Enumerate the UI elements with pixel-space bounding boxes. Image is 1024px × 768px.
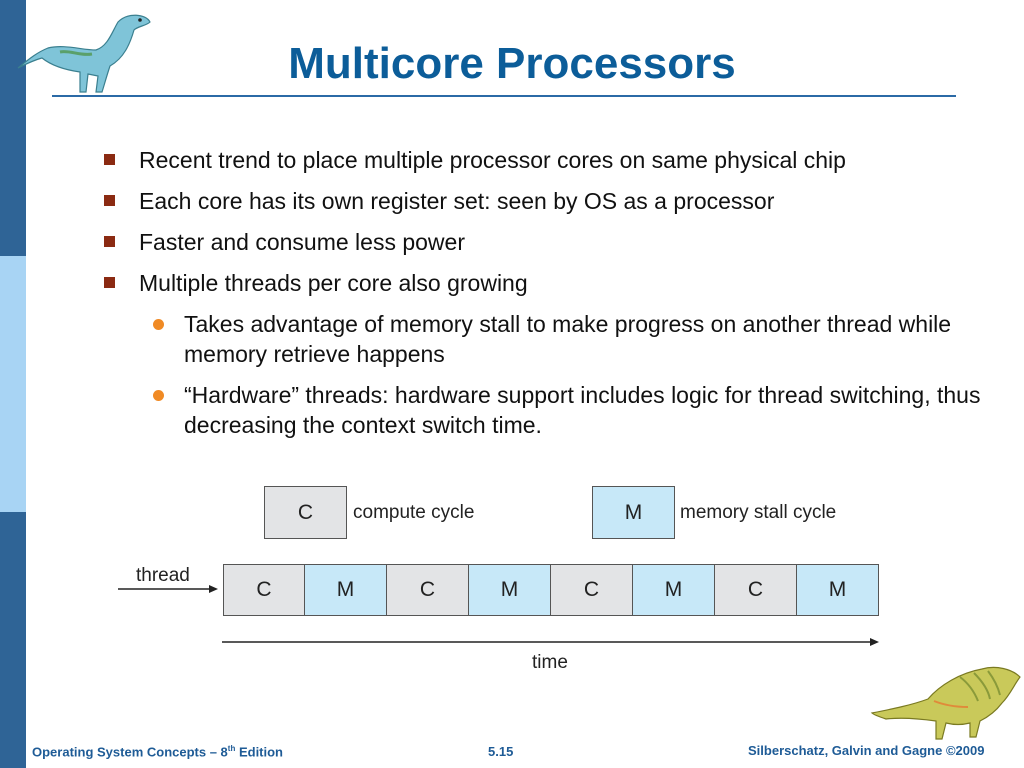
- compute-cycle-box: C: [223, 564, 305, 616]
- memory-stall-box: M: [304, 564, 387, 616]
- bullet-item: Faster and consume less power: [100, 227, 1000, 257]
- bullet-text: Each core has its own register set: seen…: [139, 188, 775, 214]
- footer-edition-text: Edition: [235, 744, 284, 760]
- compute-cycle-box: C: [550, 564, 633, 616]
- square-bullet-icon: [104, 236, 115, 247]
- thread-arrow-head: [209, 585, 218, 593]
- compute-cycle-box: C: [386, 564, 469, 616]
- footer-authors: Silberschatz, Galvin and Gagne ©2009: [748, 743, 985, 758]
- memory-stall-box: M: [632, 564, 715, 616]
- dinosaur-icon-top: [17, 14, 151, 93]
- sub-bullet-item: “Hardware” threads: hardware support inc…: [145, 380, 1000, 440]
- footer-page-number: 5.15: [488, 744, 514, 759]
- bullet-item: Recent trend to place multiple processor…: [100, 145, 1000, 175]
- sub-bullet-text: “Hardware” threads: hardware support inc…: [184, 382, 981, 438]
- footer-edition-superscript: th: [227, 744, 236, 753]
- round-bullet-icon: [153, 319, 164, 330]
- bullet-list: Recent trend to place multiple processor…: [100, 145, 1000, 451]
- sub-bullet-item: Takes advantage of memory stall to make …: [145, 309, 1000, 369]
- compute-cycle-box: C: [714, 564, 797, 616]
- sidebar-band-middle: [0, 256, 26, 512]
- bullet-text: Faster and consume less power: [139, 229, 465, 255]
- bullet-item: Multiple threads per core also growing: [100, 268, 1000, 298]
- legend-memory-label: memory stall cycle: [680, 502, 837, 523]
- dinosaur-icon-bottom: [870, 666, 1021, 740]
- sub-bullet-text: Takes advantage of memory stall to make …: [184, 311, 952, 367]
- round-bullet-icon: [153, 390, 164, 401]
- footer-course-title: Operating System Concepts – 8th Edition: [32, 744, 283, 759]
- square-bullet-icon: [104, 195, 115, 206]
- sidebar-band-top: [0, 0, 26, 256]
- bullet-item: Each core has its own register set: seen…: [100, 186, 1000, 216]
- legend-compute-label: compute cycle: [353, 502, 475, 523]
- time-arrow-head: [870, 638, 879, 646]
- time-label: time: [532, 652, 568, 673]
- legend-memory-box: M: [592, 486, 675, 539]
- memory-stall-box: M: [468, 564, 551, 616]
- memory-stall-box: M: [796, 564, 879, 616]
- square-bullet-icon: [104, 154, 115, 165]
- title-underline: [52, 95, 956, 97]
- sidebar-band-bottom: [0, 512, 26, 768]
- footer-course-text: Operating System Concepts – 8: [32, 744, 228, 760]
- slide-title: Multicore Processors: [288, 39, 736, 88]
- bullet-text: Recent trend to place multiple processor…: [139, 147, 846, 173]
- legend-compute-box: C: [264, 486, 347, 539]
- bullet-text: Multiple threads per core also growing: [139, 270, 528, 296]
- square-bullet-icon: [104, 277, 115, 288]
- thread-label: thread: [136, 565, 190, 586]
